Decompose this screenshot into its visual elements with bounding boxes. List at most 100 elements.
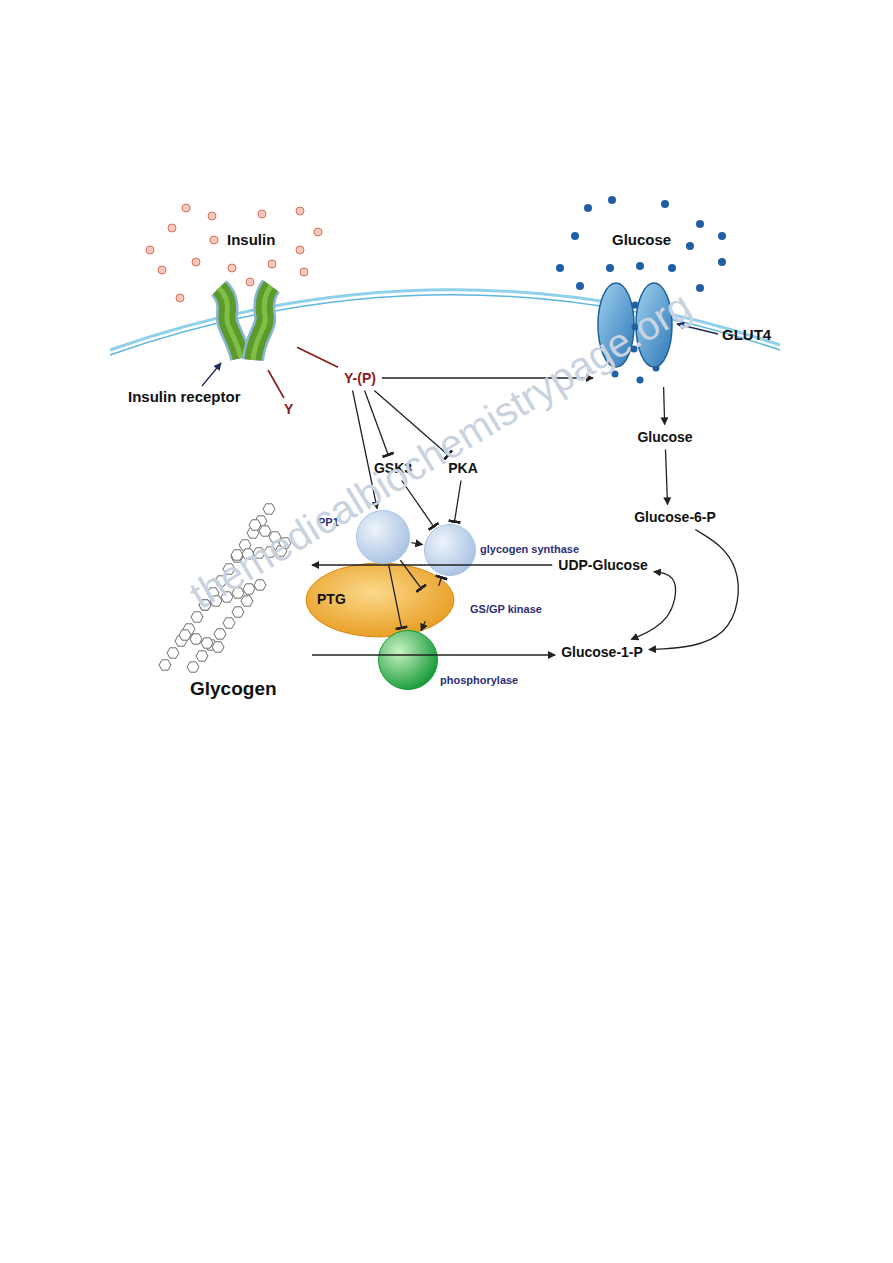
insulin-dot (300, 268, 308, 276)
enzyme-circle: phosphorylase (378, 630, 438, 690)
node-label: Insulin receptor (128, 388, 228, 406)
glucose-dot (608, 196, 616, 204)
glucose-dot (606, 264, 614, 272)
insulin-dot (210, 236, 218, 244)
glucose-dot (571, 232, 579, 240)
leader-arrow (202, 363, 221, 386)
insulin-dot (192, 258, 200, 266)
receptor-subunit (253, 286, 271, 360)
insulin-dot (146, 246, 154, 254)
insulin-dot (182, 204, 190, 212)
insulin-dot (296, 207, 304, 215)
tyrosine-label: Y (284, 401, 293, 418)
glucose-dot (584, 204, 592, 212)
enzyme-shape (416, 587, 450, 621)
enzyme-circle (425, 525, 476, 576)
ptg-ellipse (306, 563, 454, 637)
connector-arrow (649, 530, 738, 650)
hormone-label-holder: Insulin (227, 231, 275, 249)
insulin-dot (296, 246, 304, 254)
glucose-dot (556, 264, 564, 272)
node-label: UDP-Glucose (558, 557, 647, 574)
enzyme-circle: GS/GP kinase (416, 587, 450, 621)
glucose-unit (159, 660, 171, 670)
glucose-dot (636, 262, 644, 270)
node-label: GS/GP kinase (470, 603, 504, 616)
glucose-unit (196, 651, 208, 661)
node-label: glycogen synthase (480, 543, 532, 556)
glucose-unit (232, 607, 244, 617)
node-label: Glycogen (190, 678, 355, 700)
insulin-receptor: Insulin receptor (195, 272, 295, 372)
node-label: Y-(P) (344, 370, 376, 387)
sugar-label: Glucose (612, 231, 671, 249)
metabolite-label: UDP-Glucose (554, 555, 651, 576)
metabolite-label: Glucose-1-P (557, 642, 647, 663)
node-label: PTG (317, 591, 467, 608)
insulin-dot (268, 260, 276, 268)
receptor-highlight (219, 288, 241, 358)
insulin-dot (246, 278, 254, 286)
node-label: Glucose (637, 429, 692, 446)
enzyme-shape (378, 630, 438, 690)
insulin-dot (228, 264, 236, 272)
glucose-unit (179, 630, 191, 640)
insulin-dot (314, 228, 322, 236)
glucose-dot (668, 264, 676, 272)
glucose-dot (718, 232, 726, 240)
sugar-label-holder: Glucose (612, 231, 671, 249)
receptor-subunit (219, 288, 241, 358)
glucose-unit (241, 596, 253, 606)
insulin-dot (176, 294, 184, 302)
glucose-unit (187, 662, 199, 672)
node-label: Glucose-6-P (634, 509, 716, 526)
connector-arrow (312, 564, 552, 565)
receptor-subunit (253, 286, 271, 360)
glucose-unit (190, 634, 202, 644)
connector-arrow (312, 654, 555, 655)
phospho-label: Y-(P) (340, 368, 380, 389)
node-label: GLUT4 (722, 326, 802, 344)
glucose-dot (686, 242, 694, 250)
glucose-unit (249, 520, 261, 530)
tyrosine-label-holder: Y (284, 401, 293, 418)
receptor-shape (195, 272, 295, 372)
glucose-unit (201, 638, 213, 648)
insulin-dot (258, 210, 266, 218)
glucose-unit (212, 642, 224, 652)
connector-arrow (664, 387, 665, 425)
insulin-dot (158, 266, 166, 274)
metabolite-label: Glucose (633, 427, 696, 448)
node-label: phosphorylase (440, 674, 500, 687)
connector-arrow (411, 543, 422, 545)
glucose-unit (191, 612, 203, 622)
enzyme-circle (379, 631, 438, 690)
glucose-dot (696, 220, 704, 228)
glucose-unit (223, 618, 235, 628)
connector-arrow (297, 347, 338, 367)
glucose-dot (637, 377, 644, 384)
phospho-site-line (268, 370, 284, 398)
insulin-dot (208, 212, 216, 220)
glucose-unit (167, 648, 179, 658)
receptor-highlight (253, 286, 271, 360)
connector-arrow (665, 450, 667, 505)
metabolite-label: Glucose-6-P (630, 507, 720, 528)
glucose-dot (576, 282, 584, 290)
inhibition-line (454, 481, 461, 523)
glucose-dot (718, 258, 726, 266)
enzyme-circle: glycogen synthase (424, 524, 476, 576)
hormone-label: Insulin (227, 231, 275, 249)
glucose-dot (696, 284, 704, 292)
receptor-subunit (219, 288, 241, 358)
insulin-dot (168, 224, 176, 232)
connector-arrow (631, 572, 675, 640)
ptg-scaffold: GS/GP kinasePTG (305, 562, 455, 638)
watermark-holder: themedicalbiochemistrypage.org (440, 450, 893, 496)
node-label: Glucose-1-P (561, 644, 643, 661)
glucose-dot (661, 200, 669, 208)
glucose-unit (214, 629, 226, 639)
